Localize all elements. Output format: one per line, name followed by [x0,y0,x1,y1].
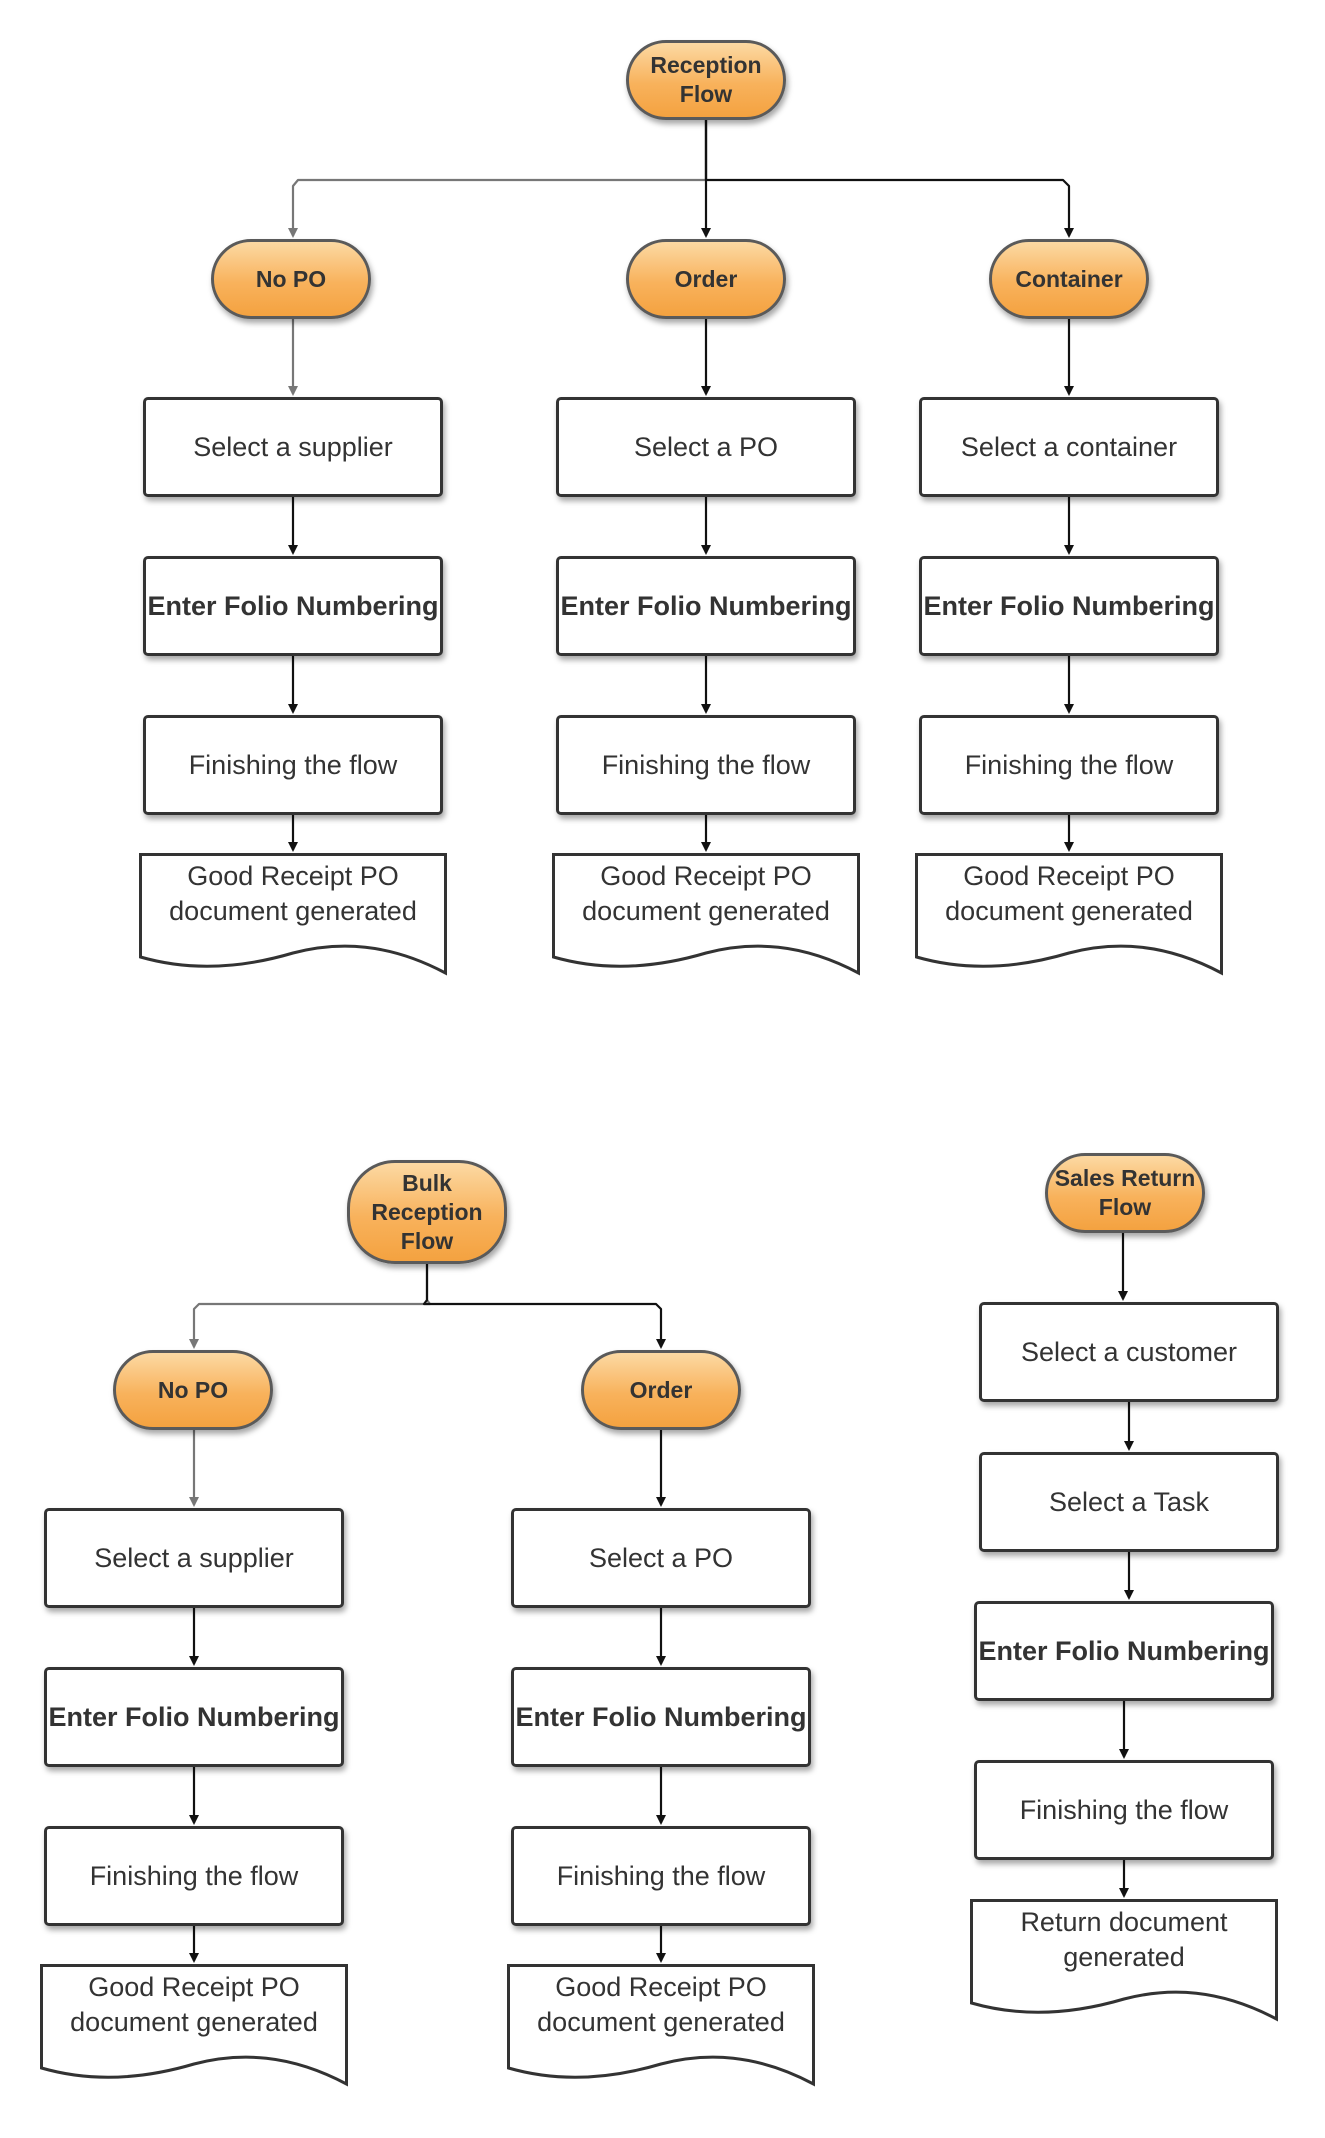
connector-reception-to-container [704,120,1074,238]
reception-order-finishing: Finishing the flow [556,715,856,815]
sales-return-flow-start: Sales Return Flow [1045,1153,1205,1233]
sales-return-output-document: Return document generated [970,1899,1278,2022]
reception-container-output-document: Good Receipt PO document generated [915,853,1223,976]
reception-no-po-node: No PO [211,239,371,319]
sales-return-enter-folio: Enter Folio Numbering [974,1601,1274,1701]
sales-return-output-label: Return document generated [1020,1907,1228,1972]
bulk-order-select-po: Select a PO [511,1508,811,1608]
bulk-order-enter-folio: Enter Folio Numbering [511,1667,811,1767]
bulk-reception-flow-start: Bulk Reception Flow [347,1160,507,1264]
connector-reception-to-no-po [288,120,708,238]
reception-no-po-enter-folio: Enter Folio Numbering [143,556,443,656]
sales-return-finishing: Finishing the flow [974,1760,1274,1860]
reception-order-output-label: Good Receipt PO document generated [582,861,830,926]
reception-container-select-container: Select a container [919,397,1219,497]
bulk-order-output-label: Good Receipt PO document generated [537,1972,785,2037]
bulk-no-po-output-document: Good Receipt PO document generated [40,1964,348,2087]
reception-no-po-select-supplier: Select a supplier [143,397,443,497]
bulk-order-output-document: Good Receipt PO document generated [507,1964,815,2087]
bulk-order-node: Order [581,1350,741,1430]
reception-order-output-document: Good Receipt PO document generated [552,853,860,976]
bulk-no-po-select-supplier: Select a supplier [44,1508,344,1608]
reception-order-node: Order [626,239,786,319]
connector-bulk-to-no-po [189,1264,432,1349]
reception-order-select-po: Select a PO [556,397,856,497]
reception-no-po-output-document: Good Receipt PO document generated [139,853,447,976]
reception-order-enter-folio: Enter Folio Numbering [556,556,856,656]
reception-container-node: Container [989,239,1149,319]
bulk-no-po-finishing: Finishing the flow [44,1826,344,1926]
reception-no-po-output-label: Good Receipt PO document generated [169,861,417,926]
sales-return-select-customer: Select a customer [979,1302,1279,1402]
reception-container-finishing: Finishing the flow [919,715,1219,815]
reception-no-po-finishing: Finishing the flow [143,715,443,815]
bulk-order-finishing: Finishing the flow [511,1826,811,1926]
reception-flow-start: Reception Flow [626,40,786,120]
reception-container-enter-folio: Enter Folio Numbering [919,556,1219,656]
reception-container-output-label: Good Receipt PO document generated [945,861,1193,926]
bulk-no-po-node: No PO [113,1350,273,1430]
sales-return-select-task: Select a Task [979,1452,1279,1552]
bulk-no-po-enter-folio: Enter Folio Numbering [44,1667,344,1767]
bulk-no-po-output-label: Good Receipt PO document generated [70,1972,318,2037]
connector-bulk-to-order [422,1264,666,1349]
